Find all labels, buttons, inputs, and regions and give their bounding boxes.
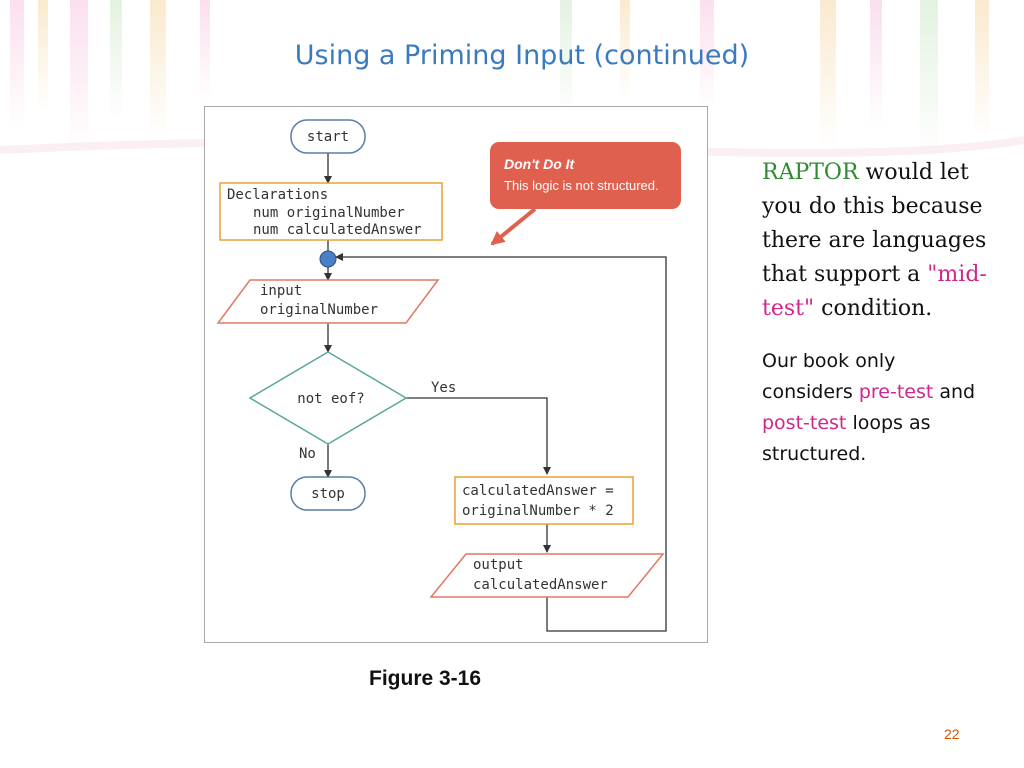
- raptor-term: RAPTOR: [762, 160, 859, 185]
- declarations-line: num originalNumber: [253, 205, 405, 221]
- pre-test-term: pre-test: [858, 381, 934, 403]
- start-label: start: [307, 129, 349, 145]
- note-text: and: [939, 381, 976, 403]
- process-box: [454, 476, 634, 525]
- input-line: originalNumber: [260, 302, 378, 318]
- connector-node: [319, 250, 337, 268]
- note-text: would let you do this because there are …: [762, 160, 987, 287]
- declarations-box: [219, 182, 443, 241]
- callout-title: Don't Do It: [504, 156, 576, 172]
- stop-terminal: [290, 476, 366, 511]
- process-line: calculatedAnswer =: [462, 483, 614, 499]
- flowchart-svg: start Declarations num originalNumber nu…: [216, 119, 681, 632]
- flowchart-figure: start Declarations num originalNumber nu…: [204, 106, 708, 643]
- post-test-term: post-test: [762, 412, 847, 434]
- callout-text: This logic is not structured.: [504, 178, 659, 193]
- declarations-line: num calculatedAnswer: [253, 222, 422, 238]
- input-line: input: [260, 283, 302, 299]
- decision-label: not eof?: [297, 391, 364, 407]
- flow-connectors: [324, 153, 667, 632]
- no-label: No: [299, 446, 316, 462]
- callout-arrow: [490, 207, 537, 246]
- figure-caption: Figure 3-16: [369, 667, 482, 690]
- decision-diamond: [248, 351, 408, 445]
- side-notes: RAPTOR would let you do this because the…: [762, 156, 992, 470]
- note-text: loops as structured.: [762, 412, 931, 465]
- note-text: Our book only considers: [762, 350, 896, 403]
- output-line: calculatedAnswer: [473, 577, 608, 593]
- page-number: 22: [944, 726, 960, 742]
- dont-do-it-callout: [490, 142, 681, 209]
- output-line: output: [473, 557, 524, 573]
- process-line: originalNumber * 2: [462, 503, 614, 519]
- slide-title: Using a Priming Input (continued): [294, 40, 750, 71]
- start-terminal: [290, 119, 366, 154]
- note-raptor: RAPTOR would let you do this because the…: [762, 156, 992, 326]
- output-parallelogram: [429, 553, 665, 598]
- mid-test-term: "mid-test": [762, 262, 987, 321]
- stop-label: stop: [311, 486, 345, 502]
- note-text: condition.: [821, 296, 933, 321]
- note-book: Our book only considers pre-test and pos…: [762, 346, 992, 470]
- input-parallelogram: [216, 279, 440, 324]
- yes-label: Yes: [431, 380, 456, 396]
- declarations-line: Declarations: [227, 187, 328, 203]
